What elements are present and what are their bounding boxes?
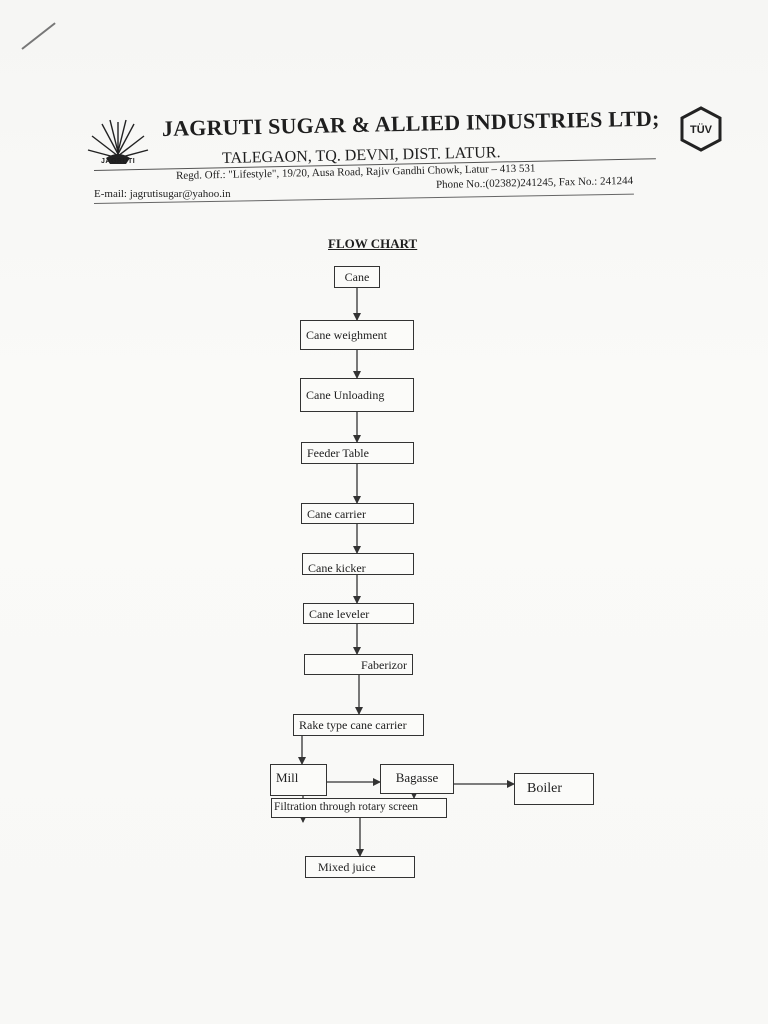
pen-mark	[21, 22, 56, 50]
tuv-mark-text: TÜV	[690, 123, 713, 136]
company-logo-icon	[87, 119, 149, 164]
flow-step-mixed-juice: Mixed juice	[305, 856, 415, 878]
flow-step-cane-carrier: Cane carrier	[301, 503, 414, 524]
flow-step-filtration: Filtration through rotary screen	[271, 798, 447, 818]
flow-step-cane-unloading: Cane Unloading	[300, 378, 414, 412]
flow-chart-title: FLOW CHART	[328, 236, 418, 251]
flow-step-rake-carrier: Rake type cane carrier	[293, 714, 424, 736]
phone-fax: Phone No.:(02382)241245, Fax No.: 241244	[435, 174, 634, 191]
flow-step-bagasse: Bagasse	[380, 764, 454, 794]
flow-step-cane-weighment: Cane weighment	[300, 320, 414, 350]
flow-step-cane-kicker: Cane kicker	[302, 553, 414, 575]
flow-step-mill: Mill	[270, 764, 327, 796]
tuv-certification-icon: TÜV	[680, 106, 722, 152]
flow-step-cane-leveler: Cane leveler	[303, 603, 414, 624]
flow-step-feeder-table: Feeder Table	[301, 442, 414, 464]
flow-step-cane: Cane	[334, 266, 380, 288]
email-address: E-mail: jagrutisugar@yahoo.in	[94, 188, 231, 200]
flow-step-boiler: Boiler	[514, 773, 594, 805]
logo-label: JAGRUTI	[101, 158, 136, 165]
company-name: JAGRUTI SUGAR & ALLIED INDUSTRIES LTD;	[161, 105, 660, 141]
flow-step-faberizor: Faberizor	[304, 654, 413, 675]
